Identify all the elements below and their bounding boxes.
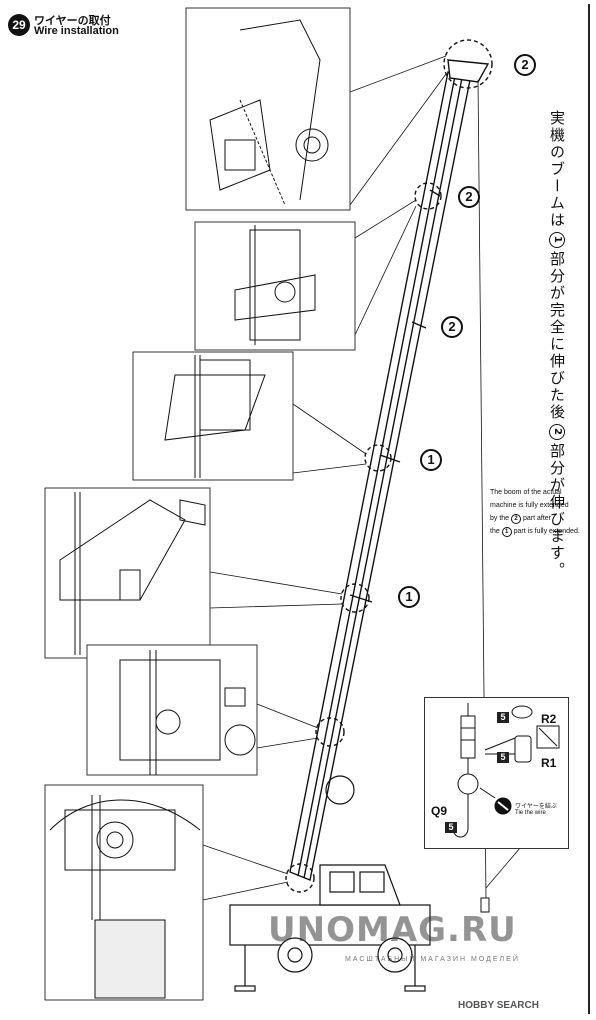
part-label-q9: Q9 [431,804,448,818]
boom-note-jp-marker-2: 2 [549,424,565,440]
marker-1-upper: 1 [420,449,442,471]
boom-note-jp-line3: 部分が伸びます。 [548,443,566,579]
boom-note-english: The boom of the actual machine is fully … [490,486,590,538]
boom-note-en-line4: the 1 part is fully extended. [490,525,590,538]
boom-note-en-marker-1: 1 [501,527,512,537]
sprue-tag-r2: 5 [497,712,509,723]
tie-wire-jp: ワイヤーを結ぶ [515,804,557,810]
hook-block [480,897,490,913]
part-label-r1: R1 [541,756,557,770]
boom-note-en-line4a: the [490,528,500,535]
callout-sketch-4 [59,492,206,655]
step-title-japanese: ワイヤーの取付 [34,15,111,27]
step-title-english: Wire installation [34,25,119,37]
marker-2-top: 2 [514,54,536,76]
boom-note-jp-line1: 実機のブームは [548,110,566,229]
tie-wire-en: Tie the wire [515,810,546,816]
sprue-tag-r1: 5 [497,752,509,763]
marker-1-lower: 1 [398,586,420,608]
boom-note-en-line2: machine is fully extended [490,502,569,509]
boom-note-jp-line2: 部分が完全に伸びた後 [548,251,566,421]
boom-note-japanese: 実機のブームは 1 部分が完全に伸びた後 2 部分が伸びます。 [548,110,566,579]
watermark-logo: UNOMAG.RU [268,910,517,950]
sprue-tag-q9: 5 [445,822,457,833]
boom-note-en-line4b: part is fully extended. [513,528,580,535]
boom-note-en-line3a: by the [490,515,510,522]
hook-parts-drawing [452,703,560,838]
part-label-r2: R2 [541,712,557,726]
watermark-subtitle: МАСШТАБНЫЙ МАГАЗИН МОДЕЛЕЙ [345,956,520,963]
callout-sketch-3 [164,355,266,478]
callout-sketch-top [209,19,329,206]
marker-2-mid: 2 [458,186,480,208]
boom-note-en-line3b: part after [522,515,551,522]
page-frame [4,4,590,1014]
detail-circles [285,39,493,893]
callout-boxes [44,7,356,1001]
boom-note-en-line1: The boom of the actual [490,489,562,496]
step-number-badge: 29 [8,14,30,36]
source-credit: HOBBY SEARCH [458,1000,539,1011]
callout-sketch-2 [234,225,316,345]
boom-note-en-line3: by the 2 part after [490,512,590,525]
crane-truck [229,775,431,992]
boom-note-en-marker-2: 2 [511,514,522,524]
callout-sketch-6 [49,795,201,999]
callout-sketch-5 [119,650,256,775]
hook-parts-box: 5 R2 5 R1 Q9 5 ワイヤーを結ぶ Tie the wire [424,697,569,849]
marker-2-lower: 2 [441,316,463,338]
boom-note-jp-marker-1: 1 [549,232,565,248]
